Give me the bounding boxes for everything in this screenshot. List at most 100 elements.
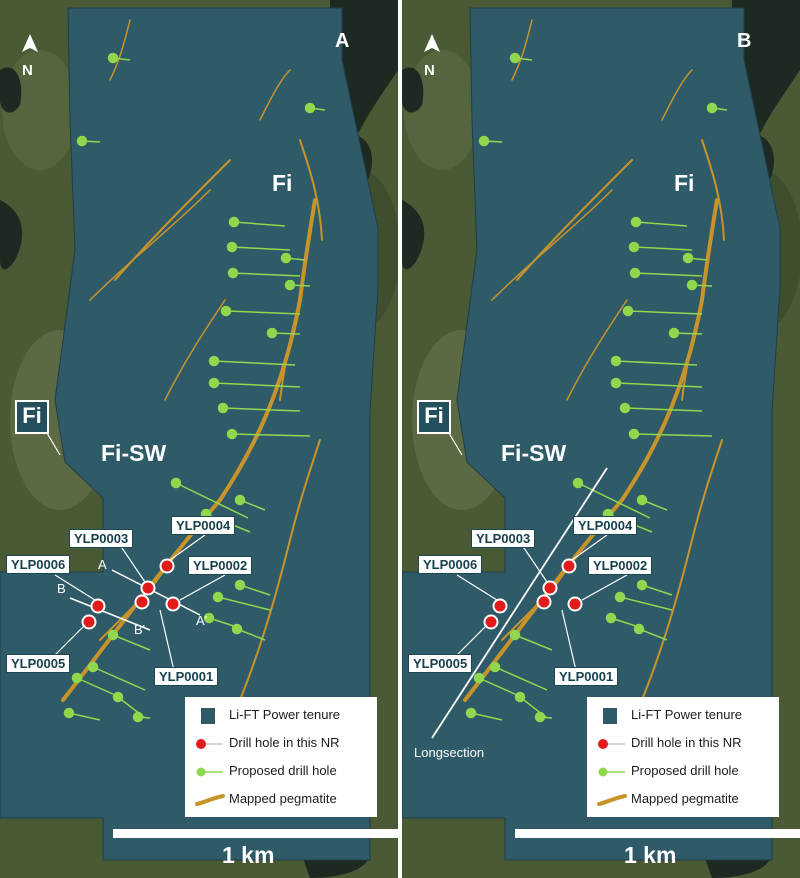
drill-hole-ylp0005 <box>81 614 97 630</box>
red-dot-icon <box>598 739 625 749</box>
fi-box-label: Fi <box>15 400 49 434</box>
section-line-a <box>111 569 201 616</box>
drill-hole-ylp0006 <box>492 598 508 614</box>
legend-item-pegmatite: Mapped pegmatite <box>587 787 777 811</box>
pegmatite <box>299 139 323 241</box>
drill-hole-ylp0003 <box>140 580 156 596</box>
legend-label: Proposed drill hole <box>631 763 739 778</box>
longsection-line <box>431 467 608 739</box>
green-dot-icon <box>598 767 625 777</box>
tenure-polygon <box>402 7 781 861</box>
pegmatite <box>516 159 633 281</box>
legend-label: Li-FT Power tenure <box>631 707 743 722</box>
pegmatite <box>661 69 693 121</box>
panel-divider <box>398 0 402 878</box>
tenure-polygon <box>0 7 379 861</box>
pegmatite <box>511 19 533 81</box>
drill-hole-ylp0004 <box>159 558 175 574</box>
legend-item-proposed: Proposed drill hole <box>185 759 375 783</box>
drill-hole-ylp0003 <box>542 580 558 596</box>
pegmatite-stroke-icon <box>597 794 627 806</box>
leader-lines <box>43 427 226 676</box>
pegmatite <box>701 139 725 241</box>
section-line-b <box>69 597 151 631</box>
map-panel-b: N B Fi Fi-SW Fi YLP0004 YLP0003 YLP0002 … <box>402 0 800 878</box>
north-arrow-icon <box>424 34 440 52</box>
zone-label-fi: Fi <box>272 170 293 196</box>
scale-label: 1 km <box>624 842 677 868</box>
pegmatite <box>89 189 211 301</box>
terrain-patch <box>404 50 480 170</box>
legend-item-drill-hole: Drill hole in this NR <box>587 731 777 755</box>
label-ylp0006: YLP0006 <box>418 555 483 574</box>
proposed-holes <box>465 52 728 723</box>
north-label: N <box>424 62 435 79</box>
section-a-start: A <box>98 557 107 572</box>
pegmatite-main <box>61 198 317 702</box>
pegmatite <box>109 19 131 81</box>
pegmatite-main <box>463 198 719 702</box>
legend-item-tenure: Li-FT Power tenure <box>185 703 375 727</box>
legend-item-tenure: Li-FT Power tenure <box>587 703 777 727</box>
lake <box>0 67 22 113</box>
pegmatite <box>681 299 703 401</box>
legend-item-pegmatite: Mapped pegmatite <box>185 787 375 811</box>
zone-label-fi-sw: Fi-SW <box>101 440 167 466</box>
drill-hole-ylp0002 <box>134 594 150 610</box>
label-ylp0002: YLP0002 <box>188 556 253 575</box>
legend-label: Drill hole in this NR <box>631 735 742 750</box>
pegmatite-layer <box>61 19 323 702</box>
drill-hole-ylp0001 <box>165 596 181 612</box>
label-ylp0002: YLP0002 <box>588 556 653 575</box>
lake <box>402 67 424 113</box>
pegmatite <box>164 299 226 401</box>
label-ylp0005: YLP0005 <box>6 654 71 673</box>
tenure-square-icon <box>201 708 215 724</box>
drill-holes <box>81 558 181 630</box>
pegmatite <box>279 299 301 401</box>
legend-label: Drill hole in this NR <box>229 735 340 750</box>
pegmatite <box>239 439 321 701</box>
north-label: N <box>22 62 33 79</box>
pegmatite <box>566 299 628 401</box>
pegmatite-stroke-icon <box>195 794 225 806</box>
label-ylp0001: YLP0001 <box>554 667 619 686</box>
drill-hole-ylp0006 <box>90 598 106 614</box>
section-b-start: B <box>57 581 66 596</box>
scale-label: 1 km <box>222 842 275 868</box>
legend-label: Proposed drill hole <box>229 763 337 778</box>
legend-label: Mapped pegmatite <box>631 791 739 806</box>
lake <box>0 200 23 270</box>
legend: Li-FT Power tenure Drill hole in this NR… <box>587 697 779 817</box>
zone-label-fi-sw: Fi-SW <box>501 440 567 466</box>
scale-bar <box>113 829 398 838</box>
legend-label: Mapped pegmatite <box>229 791 337 806</box>
drill-holes <box>483 558 583 630</box>
label-ylp0003: YLP0003 <box>69 529 134 548</box>
proposed-holes <box>63 52 326 723</box>
label-ylp0003: YLP0003 <box>471 529 536 548</box>
label-ylp0006: YLP0006 <box>6 555 71 574</box>
tenure-square-icon <box>603 708 617 724</box>
red-dot-icon <box>196 739 223 749</box>
drill-hole-ylp0005 <box>483 614 499 630</box>
pegmatite <box>641 439 723 701</box>
green-dot-icon <box>196 767 223 777</box>
fi-box-label: Fi <box>417 400 451 434</box>
label-ylp0004: YLP0004 <box>171 516 236 535</box>
map-canvas-a <box>0 0 398 878</box>
legend: Li-FT Power tenure Drill hole in this NR… <box>185 697 377 817</box>
legend-item-proposed: Proposed drill hole <box>587 759 777 783</box>
pegmatite <box>259 69 291 121</box>
drill-hole-ylp0001 <box>567 596 583 612</box>
drill-hole-ylp0004 <box>561 558 577 574</box>
zone-label-fi: Fi <box>674 170 695 196</box>
map-panel-a: N A Fi Fi-SW Fi YLP0004 YLP0003 YLP0002 … <box>0 0 398 878</box>
panel-letter: B <box>737 30 752 52</box>
pegmatite <box>114 159 231 281</box>
pegmatite <box>491 189 613 301</box>
longsection-label: Longsection <box>414 745 485 760</box>
pegmatite-layer <box>463 19 725 702</box>
scale-bar <box>515 829 800 838</box>
legend-item-drill-hole: Drill hole in this NR <box>185 731 375 755</box>
